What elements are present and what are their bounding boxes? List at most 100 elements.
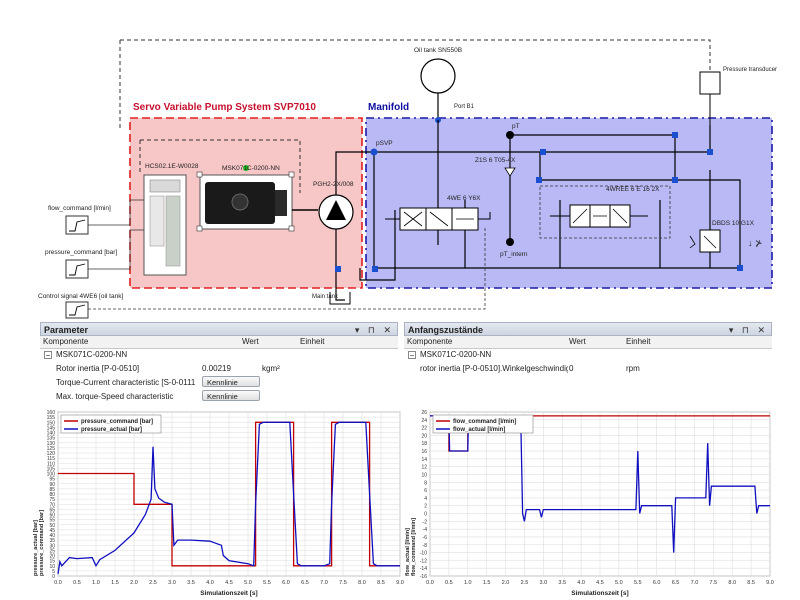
- initial-group-row[interactable]: − MSK071C-0200-NN: [408, 350, 492, 360]
- col-komponente[interactable]: Komponente: [43, 337, 89, 346]
- x-tick-label: 8.0: [358, 580, 366, 586]
- control-signal-label: Control signal 4WE6 [oil tank]: [38, 293, 123, 300]
- x-tick-label: 6.0: [653, 580, 661, 586]
- directional-valve-4we6[interactable]: [385, 207, 491, 231]
- y-tick-label: 35: [49, 538, 55, 544]
- col-komponente[interactable]: Komponente: [407, 337, 453, 346]
- dbds-label: DBDS 10 G1X: [712, 220, 755, 227]
- y-tick-label: 130: [47, 441, 56, 447]
- table-row[interactable]: Rotor inertia [P-0-0510] 0.00219 kgm²: [40, 362, 398, 376]
- control-signal-source[interactable]: [65, 301, 89, 319]
- table-row[interactable]: Max. torque-Speed characteristic Kennlin…: [40, 390, 398, 404]
- x-tick-label: 5.5: [263, 580, 271, 586]
- y-axis-label: pressure_command [bar]: [39, 510, 45, 576]
- parameter-panel-controls[interactable]: ▾ ⊓ ✕: [354, 325, 394, 335]
- kennlinie-button[interactable]: Kennlinie: [202, 376, 260, 387]
- y-tick-label: -6: [423, 535, 428, 541]
- rotor-inertia-value[interactable]: 0.00219: [202, 364, 231, 373]
- pt-label: pT: [512, 123, 520, 130]
- y-tick-label: -16: [420, 574, 427, 580]
- x-tick-label: 4.5: [596, 580, 604, 586]
- y-tick-label: 22: [421, 426, 427, 432]
- table-row[interactable]: rotor inertia [P-0-0510].Winkelgeschwind…: [404, 362, 772, 376]
- y-tick-label: 65: [49, 507, 55, 513]
- y-tick-label: 10: [421, 472, 427, 478]
- parameter-panel-title: Parameter: [44, 325, 89, 335]
- y-tick-label: 110: [47, 461, 55, 467]
- y-tick-label: 0: [424, 512, 427, 518]
- y-tick-label: -12: [420, 558, 427, 564]
- x-tick-label: 4.0: [206, 580, 214, 586]
- check-valve[interactable]: [504, 167, 516, 177]
- x-tick-label: 4.0: [577, 580, 585, 586]
- col-einheit[interactable]: Einheit: [626, 337, 651, 346]
- y-tick-label: 16: [421, 449, 427, 455]
- angular-speed-value[interactable]: 0: [569, 364, 574, 373]
- x-tick-label: 4.5: [225, 580, 233, 586]
- x-tick-label: 0.5: [445, 580, 453, 586]
- hcs-label: HCS02.1E-W0028: [145, 163, 199, 170]
- y-tick-label: -10: [420, 551, 427, 557]
- y-tick-label: 120: [47, 451, 56, 457]
- collapse-toggle[interactable]: −: [408, 351, 416, 360]
- signal-line-top: [120, 39, 711, 70]
- x-tick-label: 9.0: [396, 580, 404, 586]
- parameter-group-row[interactable]: − MSK071C-0200-NN: [44, 350, 128, 360]
- svg-text:↓ ⊁: ↓ ⊁: [748, 238, 763, 248]
- y-axis-label: flow_command [l/min]: [411, 518, 417, 576]
- x-tick-label: 8.5: [377, 580, 385, 586]
- y-tick-label: 135: [47, 436, 56, 442]
- y-tick-label: -4: [423, 527, 428, 533]
- z1s-label: Z1S 6 T05-4X: [475, 157, 516, 164]
- proportional-valve-4wree[interactable]: [539, 185, 671, 239]
- y-tick-label: 105: [47, 466, 56, 472]
- col-wert[interactable]: Wert: [242, 337, 259, 346]
- x-tick-label: 2.5: [149, 580, 157, 586]
- y-tick-label: 145: [47, 425, 56, 431]
- x-axis-label: Simulationszeit [s]: [200, 590, 257, 597]
- y-tick-label: 140: [47, 431, 56, 437]
- oil-tank[interactable]: [420, 58, 456, 94]
- x-tick-label: 5.0: [615, 580, 623, 586]
- we6-label: 4WE 6 Y6X: [447, 195, 481, 202]
- y-tick-label: 100: [47, 472, 56, 478]
- relief-valve-dbds[interactable]: [689, 229, 721, 253]
- x-tick-label: 6.0: [282, 580, 290, 586]
- y-tick-label: 30: [49, 543, 55, 549]
- table-row[interactable]: Torque-Current characteristic [S-0-0111,…: [40, 376, 398, 390]
- col-wert[interactable]: Wert: [569, 337, 586, 346]
- x-tick-label: 8.5: [747, 580, 755, 586]
- pressure-transducer[interactable]: [699, 71, 721, 95]
- x-tick-label: 5.0: [244, 580, 252, 586]
- col-einheit[interactable]: Einheit: [300, 337, 325, 346]
- y-tick-label: 25: [49, 548, 55, 554]
- x-tick-label: 7.0: [320, 580, 328, 586]
- x-tick-label: 3.5: [187, 580, 195, 586]
- y-tick-label: 155: [47, 415, 56, 421]
- legend-label: pressure_command [bar]: [81, 419, 153, 425]
- x-tick-label: 0.0: [426, 580, 434, 586]
- flow-command-source[interactable]: [65, 215, 89, 235]
- y-tick-label: 20: [421, 433, 427, 439]
- kennlinie-button[interactable]: Kennlinie: [202, 390, 260, 401]
- y-tick-label: 8: [424, 480, 427, 486]
- x-tick-label: 7.5: [339, 580, 347, 586]
- x-axis-label: Simulationszeit [s]: [571, 590, 628, 597]
- legend: pressure_command [bar]pressure_actual [b…: [60, 414, 162, 434]
- legend: flow_command [l/min]flow_actual [l/min]: [432, 414, 534, 434]
- pt-intern-label: pT_intern: [500, 251, 528, 258]
- collapse-toggle[interactable]: −: [44, 351, 52, 360]
- x-tick-label: 2.5: [521, 580, 529, 586]
- selection-handle[interactable]: [243, 165, 249, 171]
- x-tick-label: 6.5: [301, 580, 309, 586]
- x-tick-label: 1.5: [111, 580, 119, 586]
- y-tick-label: 95: [49, 477, 55, 483]
- parameter-table-header: Komponente Wert Einheit: [40, 336, 398, 349]
- y-axis-label: pressure_actual [bar]: [33, 520, 39, 576]
- y-tick-label: 18: [421, 441, 427, 447]
- manifold-title: Manifold: [368, 102, 409, 113]
- y-tick-label: 24: [421, 418, 427, 424]
- pressure-command-source[interactable]: [65, 259, 89, 279]
- initial-panel-controls[interactable]: ▾ ⊓ ✕: [728, 325, 768, 335]
